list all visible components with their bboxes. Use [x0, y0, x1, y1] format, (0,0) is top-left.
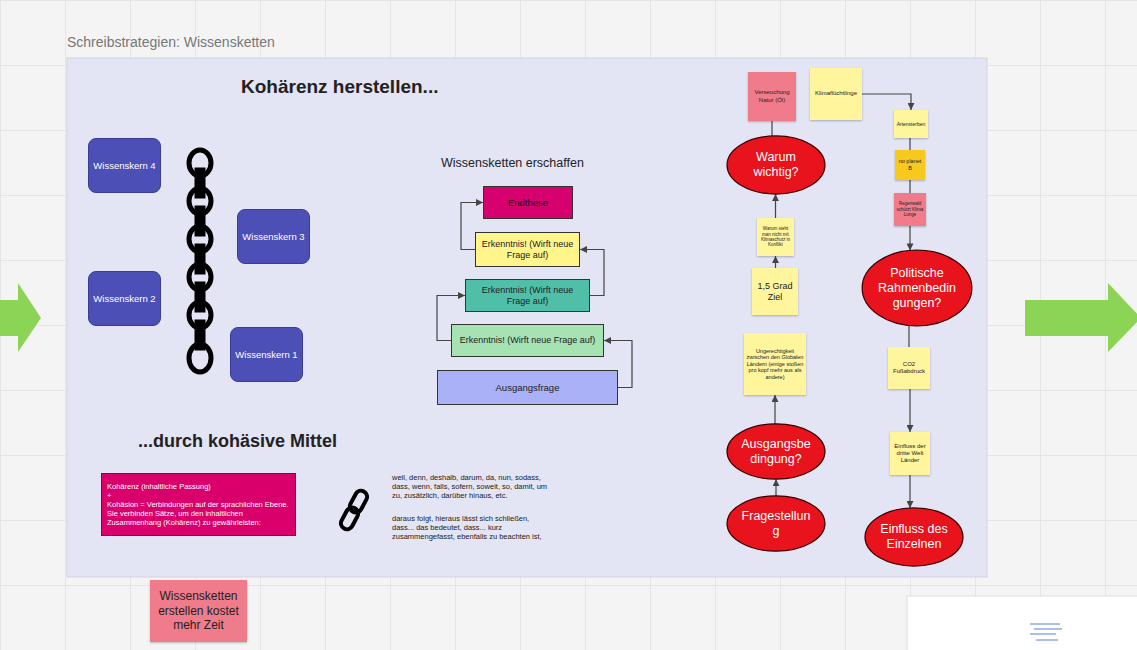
board-frame: Schreibstrategien: WissenskettenWissensk… [67, 58, 987, 577]
sticky-note: Warum steht man nicht mit Klimaschutz in… [757, 218, 794, 256]
label-holder: Kohärenz herstellen... [241, 76, 501, 99]
node-text: Wissenskern 4 [93, 160, 155, 171]
ellipse-outline [727, 424, 825, 479]
connector-arrow [909, 475, 910, 508]
question-ellipse: Einfluss des Einzelnen [864, 507, 964, 567]
question-ellipse: Fragestellung [726, 495, 826, 552]
node-text: Wissenskern 1 [235, 349, 297, 360]
definition-box: Kohärenz (inhaltliche Passung)+Kohäsion … [101, 473, 296, 536]
connector-arrow [908, 325, 909, 347]
node-text: Ausgangsbedingung? [739, 437, 813, 467]
start-question-box: Ausgangsfrage [437, 370, 618, 405]
node-text: Warum steht man nicht mit Klimaschutz in… [759, 226, 792, 248]
insight-box: Erkenntnis! (Wirft neue Frage auf) [465, 279, 590, 312]
node-text: Regenwald schützt Klima Lunge [896, 201, 924, 217]
node-text: CO2 Fußabdruck [890, 361, 928, 375]
sticky-note: Wissensketten erstellen kostet mehr Zeit [150, 580, 247, 642]
connector-arrow [775, 479, 776, 496]
ellipse-outline [727, 136, 825, 194]
knowledge-core: Wissenskern 3 [237, 209, 310, 264]
navigation-arrow [1025, 283, 1137, 352]
label-holder: ...durch kohäsive Mittel [138, 431, 398, 453]
node-text: Endthese [508, 197, 548, 208]
section-heading: Wissensketten erschaffen [441, 156, 611, 171]
insight-box: Erkenntnis! (Wirft neue Frage auf) [451, 324, 604, 357]
node-text: Klimaflüchtlinge [815, 90, 857, 97]
label-holder: Wissensketten erschaffen [441, 156, 611, 171]
sticky-note: Einfluss der dritte Welt Länder [890, 432, 930, 475]
connector-words: weil, denn, deshalb, darum, da, nun, sod… [392, 473, 557, 500]
preview-panel [907, 596, 1137, 650]
sticky-note: Verseuchung Natur (Öl) [748, 72, 796, 121]
node-text: Einfluss der dritte Welt Länder [892, 443, 928, 465]
section-heading: ...durch kohäsive Mittel [138, 431, 398, 453]
node-text: Erkenntnis! (Wirft neue Frage auf) [469, 285, 586, 307]
node-text: Artensterben [897, 121, 926, 127]
sticky-note: Ungerechtigkeit zwischen den Globalen Lä… [744, 333, 806, 395]
connector-arrow [909, 389, 910, 432]
sticky-note: Artensterben [894, 110, 928, 138]
connector-arrow [771, 121, 772, 136]
connector-arrow [774, 395, 775, 424]
connector-arrow [909, 226, 910, 250]
connector-arrow [775, 194, 776, 218]
ellipse-outline [865, 508, 963, 566]
knowledge-core: Wissenskern 4 [88, 138, 161, 193]
insight-box: Erkenntnis! (Wirft neue Frage auf) [475, 232, 580, 267]
section-heading: Kohärenz herstellen... [241, 76, 501, 99]
chain-link [189, 344, 211, 372]
final-thesis-box: Endthese [483, 186, 573, 219]
knowledge-core: Wissenskern 1 [230, 327, 303, 382]
frame-title: Schreibstrategien: Wissensketten [67, 34, 275, 51]
connector-words: daraus folgt, hieraus lässt sich schließ… [392, 514, 542, 541]
connector-arrow [775, 256, 776, 268]
node-text: Erkenntnis! (Wirft neue Frage auf) [460, 335, 596, 346]
connector-arrow [909, 180, 910, 193]
node-text: Wissensketten erstellen kostet mehr Zeit [154, 589, 243, 632]
ellipse-outline [862, 250, 972, 326]
sticky-note: Regenwald schützt Klima Lunge [894, 193, 926, 226]
node-text: Wissenskern 3 [242, 231, 304, 242]
chain-link [197, 284, 203, 310]
ellipse-outline [727, 496, 825, 551]
preview-scribble [1030, 634, 1056, 635]
node-text: Fragestellung [739, 509, 813, 539]
node-text: 1,5 Grad Ziel [754, 281, 796, 303]
knowledge-core: Wissenskern 2 [88, 271, 161, 326]
question-ellipse: Warum wichtig? [726, 135, 826, 195]
node-text: Wissenskern 2 [93, 293, 155, 304]
sticky-note: no planet B [895, 150, 925, 180]
node-text: Warum wichtig? [739, 150, 813, 180]
node-text: Ungerechtigkeit zwischen den Globalen Lä… [746, 348, 804, 381]
sticky-note: 1,5 Grad Ziel [752, 268, 798, 315]
connector-arrow [909, 138, 910, 150]
sticky-note: CO2 Fußabdruck [888, 347, 930, 389]
node-text: Kohärenz (inhaltliche Passung) [107, 482, 211, 491]
question-ellipse: Politische Rahmenbedingungen? [861, 249, 973, 327]
chain-link [197, 170, 203, 196]
preview-scribble [1030, 624, 1060, 625]
label-holder: daraus folgt, hieraus lässt sich schließ… [392, 514, 542, 541]
node-text: Erkenntnis! (Wirft neue Frage auf) [479, 239, 576, 261]
node-text: Politische Rahmenbedingungen? [876, 266, 958, 311]
navigation-arrow [0, 283, 41, 352]
node-text: Kohäsion = Verbindungen auf der sprachli… [107, 500, 290, 527]
preview-scribble [1034, 629, 1062, 630]
preview-scribble [1036, 640, 1058, 641]
label-holder: weil, denn, deshalb, darum, da, nun, sod… [392, 473, 557, 500]
node-text: Einfluss des Einzelnen [877, 522, 951, 552]
node-text: + [107, 491, 111, 500]
chain-link [197, 208, 203, 234]
connector-arrow [862, 94, 911, 110]
link-icon [348, 489, 369, 515]
node-text: Ausgangsfrage [496, 382, 560, 393]
sticky-note: Klimaflüchtlinge [810, 68, 862, 120]
question-ellipse: Ausgangsbedingung? [726, 423, 826, 480]
node-text: no planet B [897, 158, 923, 171]
chain-link [197, 246, 203, 272]
frame-background [67, 58, 987, 577]
node-text: Verseuchung Natur (Öl) [750, 89, 794, 103]
